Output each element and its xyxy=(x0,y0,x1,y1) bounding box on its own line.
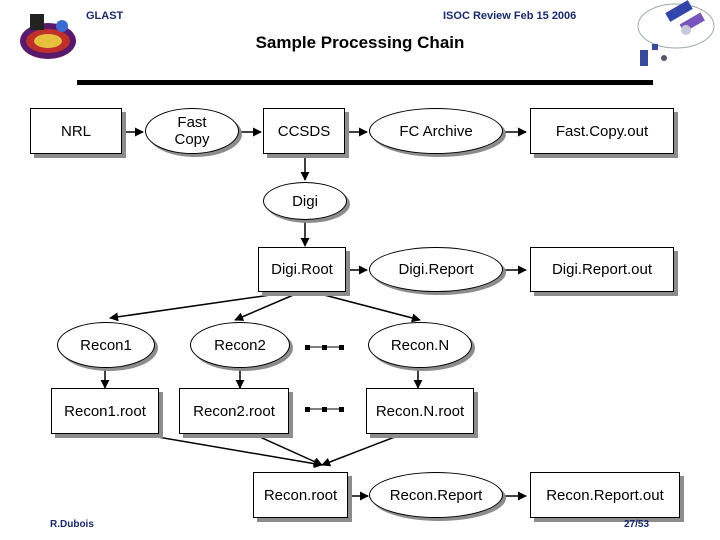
node-fast-copy: Fast Copy xyxy=(145,108,239,154)
node-nrl: NRL xyxy=(30,108,122,154)
node-recon-report: Recon.Report xyxy=(369,472,503,518)
slide-title: Sample Processing Chain xyxy=(255,33,465,52)
header-left-text: GLAST xyxy=(86,10,124,22)
ellipsis-dots-recon xyxy=(305,345,344,350)
header-right-text: ISOC Review Feb 15 2006 xyxy=(443,10,577,22)
node-ccsds: CCSDS xyxy=(263,108,345,154)
footer-page-number: 27/53 xyxy=(624,519,650,530)
satellite-logo-icon xyxy=(628,0,716,72)
node-digi-report: Digi.Report xyxy=(369,247,503,292)
node-recon-n-root: Recon.N.root xyxy=(366,388,474,434)
node-fc-archive: FC Archive xyxy=(369,108,503,154)
title-divider xyxy=(77,80,653,85)
node-recon2: Recon2 xyxy=(190,322,290,368)
node-recon1: Recon1 xyxy=(57,322,155,368)
footer-author: R.Dubois xyxy=(50,519,94,530)
node-recon-report-out: Recon.Report.out xyxy=(530,472,680,518)
glast-mission-logo-icon xyxy=(18,8,78,68)
node-digi-report-out: Digi.Report.out xyxy=(530,247,674,292)
node-recon1-root: Recon1.root xyxy=(51,388,159,434)
node-recon2-root: Recon2.root xyxy=(179,388,289,434)
node-digi-root: Digi.Root xyxy=(258,247,346,292)
node-recon-root: Recon.root xyxy=(253,472,348,518)
node-fast-copy-out: Fast.Copy.out xyxy=(530,108,674,154)
node-digi: Digi xyxy=(263,182,347,220)
node-recon-n: Recon.N xyxy=(368,322,472,368)
ellipsis-dots-root xyxy=(305,407,344,412)
